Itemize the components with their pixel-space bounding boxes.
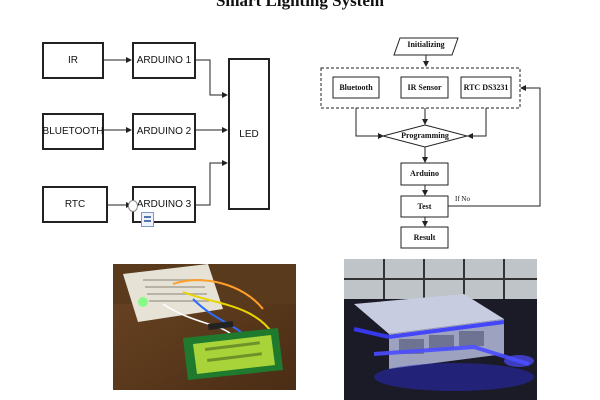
result-shape	[400, 226, 449, 249]
led-block: LED	[228, 58, 270, 210]
arduino-3-label: ARDUINO 3	[136, 199, 192, 210]
bluetooth-label: BLUETOOTH	[42, 126, 104, 137]
rtc-label: RTC	[64, 199, 86, 210]
if-no-label: If No	[455, 195, 470, 203]
result-label: Result	[413, 233, 436, 242]
ir-label: IR	[68, 55, 78, 66]
rtc-block: RTC	[42, 186, 108, 223]
arduino-2-label: ARDUINO 2	[136, 126, 192, 137]
paste-options-icon	[141, 212, 154, 227]
led-model-photo	[344, 259, 537, 400]
rtc-shape	[460, 76, 512, 99]
input-group-outline	[320, 67, 521, 109]
led-label: LED	[239, 128, 259, 140]
ir-block: IR	[42, 42, 104, 79]
page-title: Smart Lighting System	[215, 0, 385, 10]
bluetooth-shape	[332, 76, 380, 99]
programming-label: Programming	[401, 131, 449, 140]
test-label: Test	[417, 202, 432, 211]
arduino-lcd-illustration	[113, 264, 296, 390]
bluetooth-label: Bluetooth	[339, 83, 373, 92]
arduino-1-label: ARDUINO 1	[136, 55, 192, 66]
start-label: Initializing	[407, 40, 445, 49]
led-model-illustration	[344, 259, 537, 400]
arduino-lcd-photo	[113, 264, 296, 390]
start-shape	[393, 37, 459, 56]
arduino-1-block: ARDUINO 1	[132, 42, 196, 79]
ir-sensor-label: IR Sensor	[407, 83, 442, 92]
arduino-label: Arduino	[410, 169, 439, 178]
ir-sensor-shape	[400, 76, 449, 99]
arduino-2-block: ARDUINO 2	[132, 113, 196, 150]
feedback-loop	[448, 85, 541, 207]
rtc-label: RTC DS3231	[463, 83, 509, 92]
resize-handle-icon	[128, 200, 138, 212]
bluetooth-block: BLUETOOTH	[42, 113, 104, 150]
